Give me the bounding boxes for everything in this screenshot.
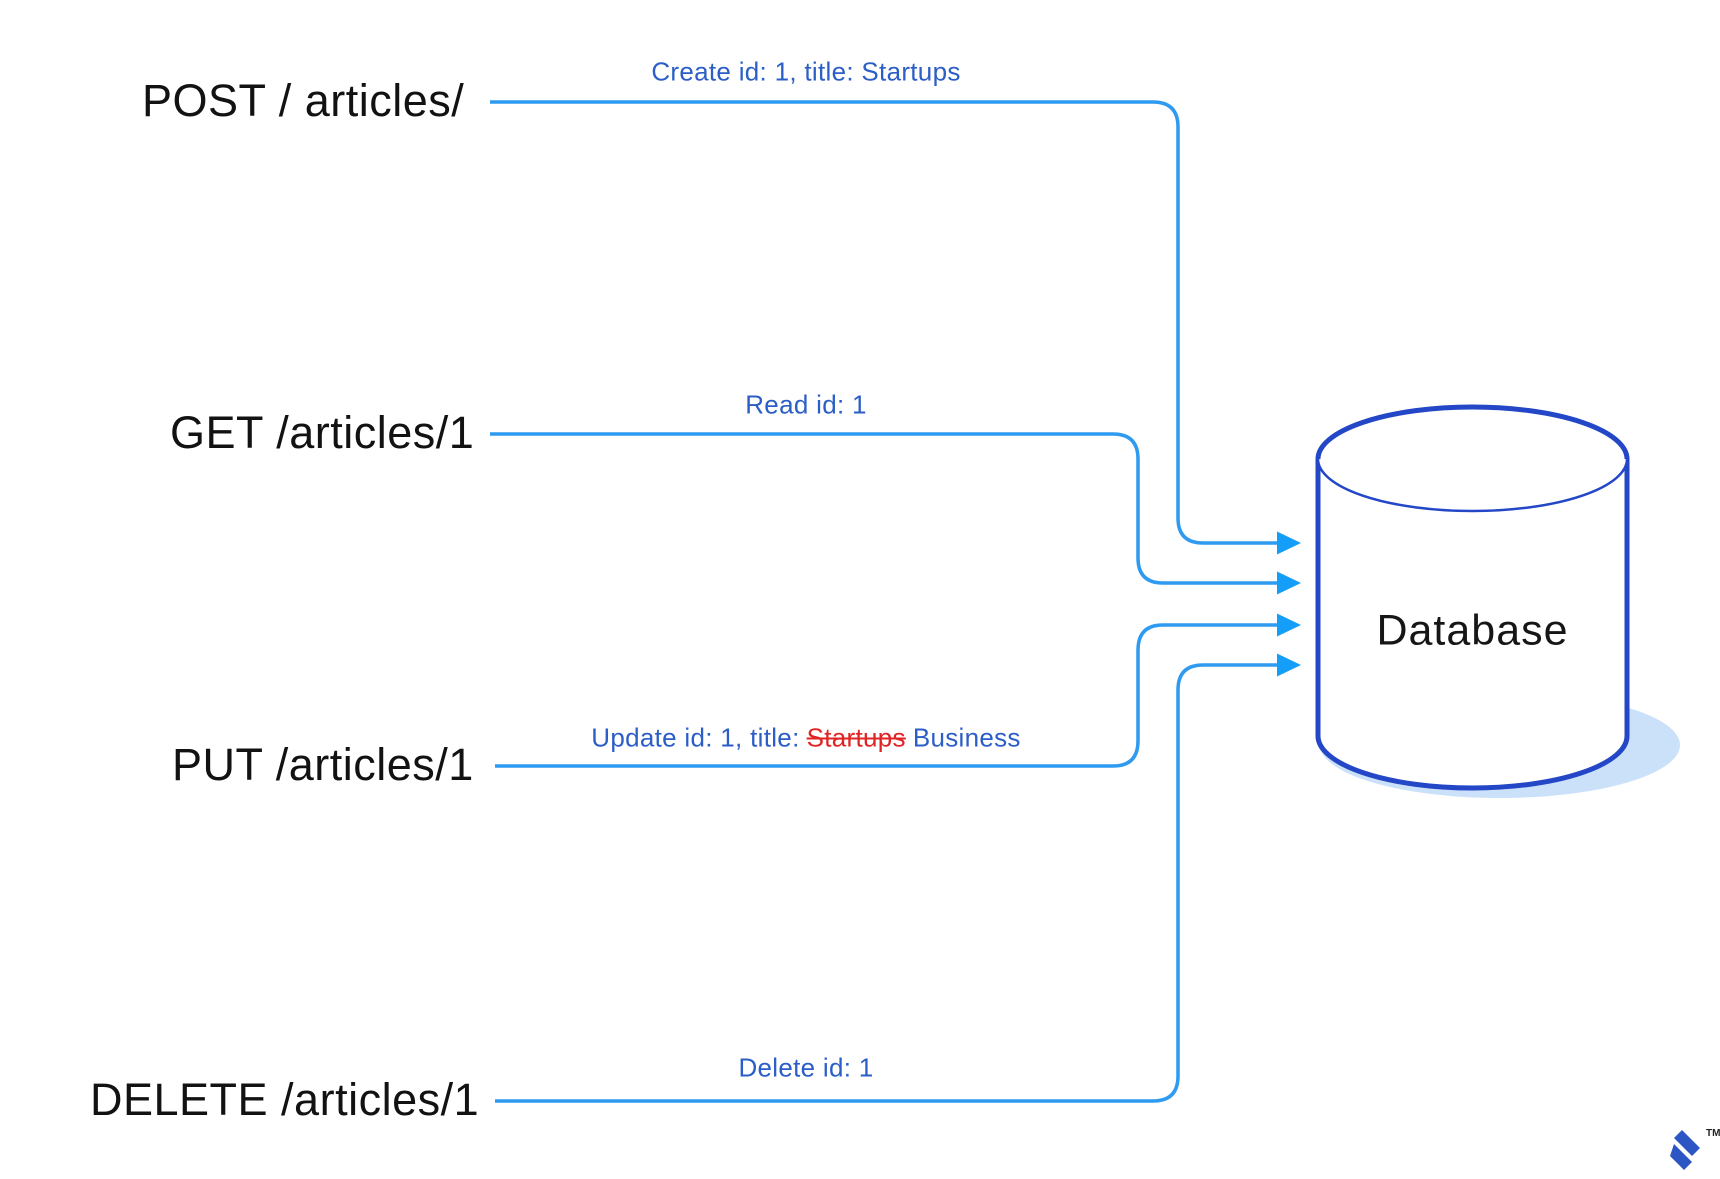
post-arrowhead-icon xyxy=(1277,531,1301,555)
method-label-delete: DELETE /articles/1 xyxy=(90,1073,480,1125)
toptal-logo-icon xyxy=(1670,1130,1700,1170)
database-label: Database xyxy=(1376,606,1569,655)
get-arrowhead-icon xyxy=(1277,571,1301,595)
method-label-put: PUT /articles/1 xyxy=(172,738,474,790)
caption-update-prefix: Update id: 1, title: xyxy=(591,722,800,753)
trademark-label: TM xyxy=(1706,1128,1720,1139)
post-connector-line xyxy=(490,100,1279,545)
toptal-logo-upper-band xyxy=(1674,1130,1700,1156)
caption-update-suffix: Business xyxy=(912,722,1021,753)
put-arrowhead-icon xyxy=(1277,613,1301,637)
put-connector-line xyxy=(495,623,1279,768)
database-cylinder-top-rim xyxy=(1315,404,1630,460)
database-cylinder-body xyxy=(1315,459,1630,791)
delete-connector-line xyxy=(495,663,1279,1103)
method-label-post: POST / articles/ xyxy=(142,74,465,126)
caption-update-strikethrough-text: Startups xyxy=(806,722,906,753)
get-connector-line xyxy=(490,432,1279,585)
caption-read: Read id: 1 xyxy=(745,389,867,420)
toptal-logo-lower-band xyxy=(1670,1144,1692,1170)
delete-arrowhead-icon xyxy=(1277,653,1301,677)
method-label-get: GET /articles/1 xyxy=(170,406,475,458)
caption-delete: Delete id: 1 xyxy=(738,1052,874,1083)
caption-create: Create id: 1, title: Startups xyxy=(651,56,961,87)
